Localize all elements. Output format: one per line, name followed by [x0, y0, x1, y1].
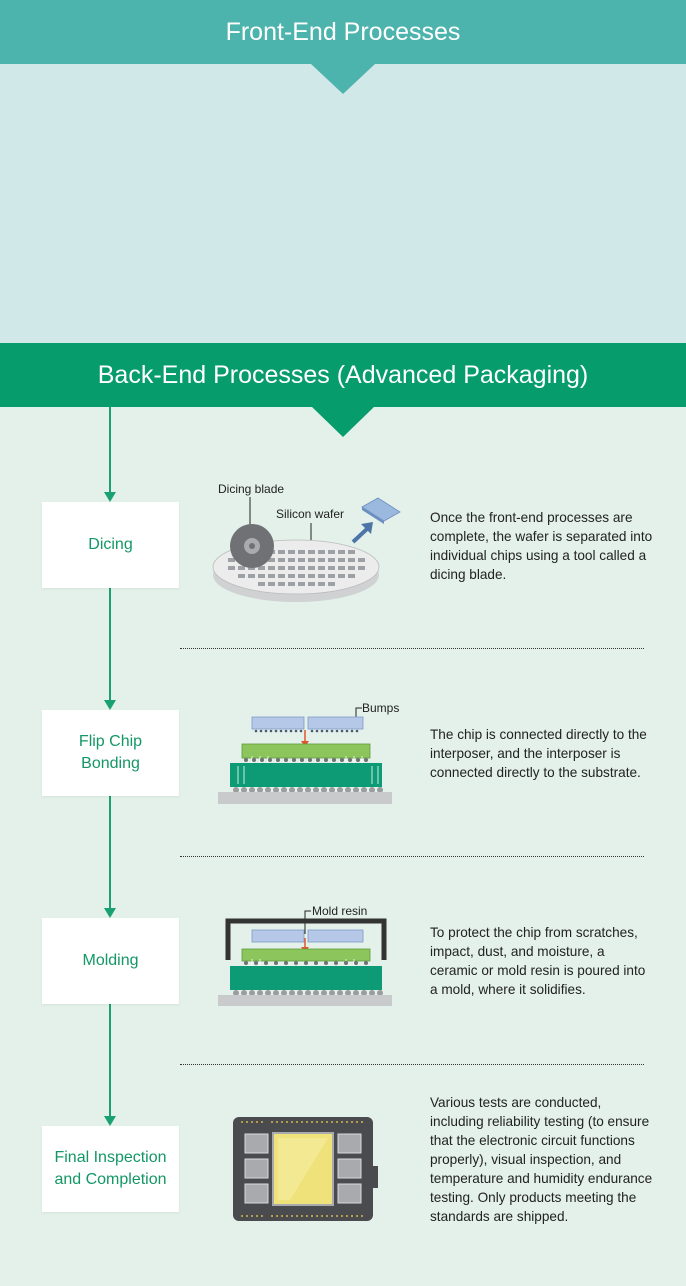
mold-icon	[225, 918, 387, 960]
step-description: To protect the chip from scratches, impa…	[430, 925, 646, 997]
back-end-pointer	[311, 406, 375, 437]
chip-icon	[251, 716, 305, 730]
step-final-inspection: Final Inspection and Completion	[42, 1126, 179, 1212]
flip-chip-illustration: Bumps	[218, 701, 399, 804]
flow-arrow-icon	[104, 492, 116, 502]
flow-connector	[109, 407, 111, 494]
flow-arrow-icon	[104, 908, 116, 918]
step-title: Flip Chip Bonding	[78, 733, 143, 772]
front-end-header: Front-End Processes	[0, 0, 686, 64]
flow-arrow-icon	[104, 700, 116, 710]
step-description: Once the front-end processes are complet…	[430, 510, 653, 582]
step-divider	[180, 648, 644, 649]
step-dicing: Dicing	[42, 502, 179, 588]
mold-resin-label: Mold resin	[312, 904, 367, 918]
front-end-section-body	[0, 64, 686, 343]
step-molding: Molding	[42, 918, 179, 1004]
molding-illustration: Mold resin	[218, 904, 392, 1006]
step-flip-chip-bonding: Flip Chip Bonding	[42, 710, 179, 796]
arrow-icon	[361, 522, 373, 534]
chip-icon	[307, 716, 364, 730]
silicon-wafer-label: Silicon wafer	[276, 507, 344, 521]
interposer-icon	[241, 743, 371, 759]
packaged-chip-illustration	[233, 1117, 378, 1221]
substrate-icon	[230, 763, 382, 787]
step-title: Final Inspection and Completion	[54, 1149, 167, 1188]
flow-arrow-icon	[104, 1116, 116, 1126]
back-end-title: Back-End Processes (Advanced Packaging)	[97, 361, 589, 389]
step-description: Various tests are conducted, including r…	[430, 1095, 653, 1224]
flow-connector	[109, 796, 111, 910]
step-title: Dicing	[88, 536, 133, 553]
back-end-header: Back-End Processes (Advanced Packaging)	[0, 343, 686, 407]
step-title: Molding	[82, 952, 139, 969]
front-end-pointer	[311, 64, 375, 94]
base-board-icon	[218, 792, 392, 804]
step-divider	[180, 856, 644, 857]
chip-icon	[361, 497, 401, 522]
step-description: The chip is connected directly to the in…	[430, 727, 647, 780]
step-divider	[180, 1064, 644, 1065]
bumps-label: Bumps	[362, 701, 399, 715]
dicing-blade-label: Dicing blade	[218, 482, 284, 496]
dicing-illustration: Dicing blade Silicon wafer	[212, 482, 401, 602]
flow-connector	[109, 588, 111, 702]
flow-connector	[109, 1004, 111, 1118]
front-end-title: Front-End Processes	[225, 18, 461, 46]
